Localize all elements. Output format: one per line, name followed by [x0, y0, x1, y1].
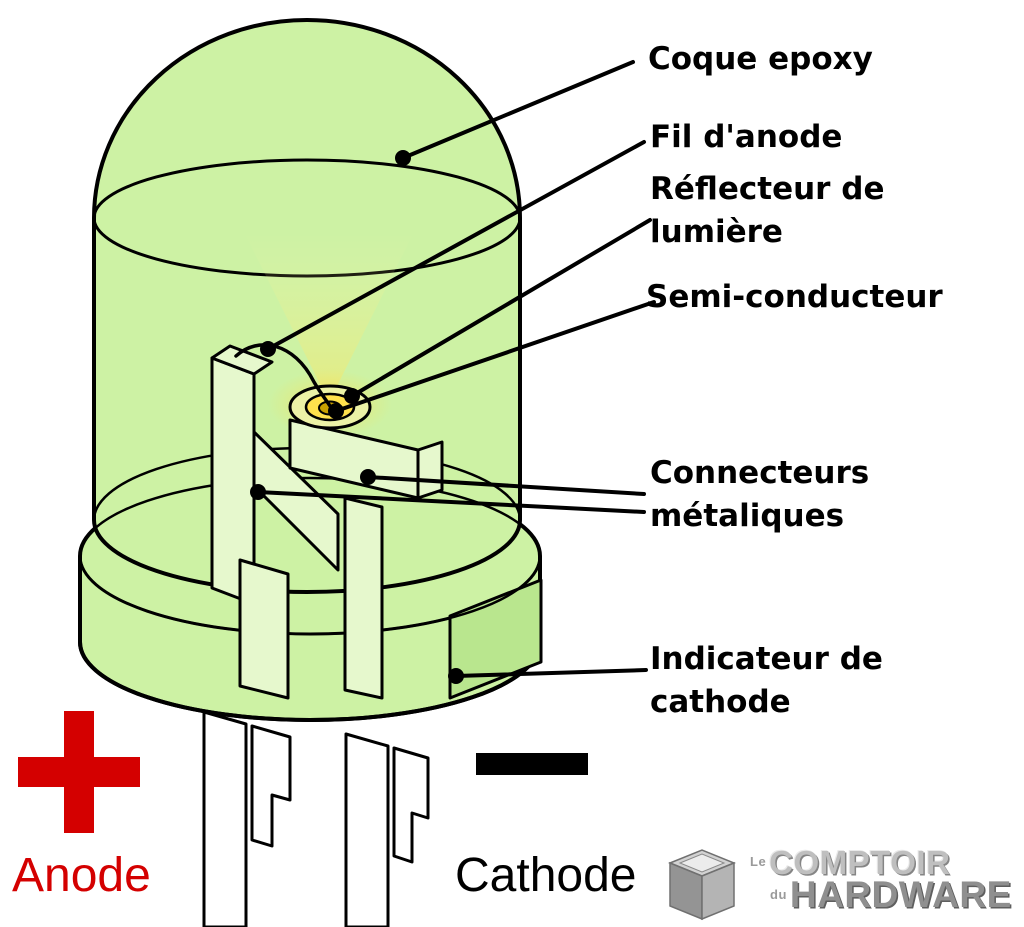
leader-semi-conducteur [334, 300, 656, 413]
plus-icon [18, 711, 140, 833]
anode-post-blade [252, 430, 340, 572]
anode-post-foot [238, 558, 290, 700]
leader-connecteur-cathode [366, 475, 646, 496]
flange-top-ring [78, 476, 542, 636]
anode-leg-side [250, 724, 292, 848]
callout-fil-anode: Fil d'anode [650, 119, 843, 155]
light-cone [246, 236, 412, 402]
cathode-leg-side [392, 746, 430, 864]
watermark-du: du [770, 887, 787, 902]
callout-reflecteur-lumiere: Réflecteur de lumière [650, 171, 885, 251]
cathode-tail [343, 496, 384, 700]
watermark-logo: LeCOMPTOIR duHARDWARE [658, 842, 1024, 927]
anode-bond-wire [234, 343, 332, 408]
anode-post-cap [210, 344, 274, 376]
cube-icon [668, 849, 736, 921]
watermark-text: LeCOMPTOIR duHARDWARE [750, 844, 1012, 916]
leader-connecteur-anode [256, 490, 646, 514]
callout-connecteurs-metaliques: Connecteurs métaliques [650, 455, 870, 535]
callout-indicateur-cathode: Indicateur de cathode [650, 641, 883, 721]
anode-label: Anode [12, 849, 151, 902]
cathode-leg [344, 732, 390, 927]
watermark-le: Le [750, 854, 767, 869]
minus-icon [476, 753, 588, 775]
callout-semi-conducteur: Semi-conducteur [646, 279, 943, 315]
watermark-comptoir: COMPTOIR [769, 844, 951, 881]
led-legs [202, 710, 430, 927]
leader-coque-epoxy [401, 60, 635, 160]
cathode-anvil-bevel [416, 440, 444, 500]
callout-leaders [250, 60, 656, 684]
leader-fil-anode [266, 140, 646, 351]
callout-coque-epoxy: Coque epoxy [648, 41, 873, 77]
watermark-line-comptoir: LeCOMPTOIR [750, 844, 1012, 882]
cathode-label: Cathode [455, 849, 637, 902]
leader-reflecteur [350, 218, 652, 398]
cathode-flat-facet [448, 578, 543, 700]
watermark-hardware: HARDWARE [789, 874, 1012, 915]
watermark-line-hardware: duHARDWARE [770, 874, 1012, 916]
leader-indicateur-cathode [454, 668, 648, 678]
flange-front-edge [78, 641, 542, 722]
anode-leg [202, 710, 248, 927]
